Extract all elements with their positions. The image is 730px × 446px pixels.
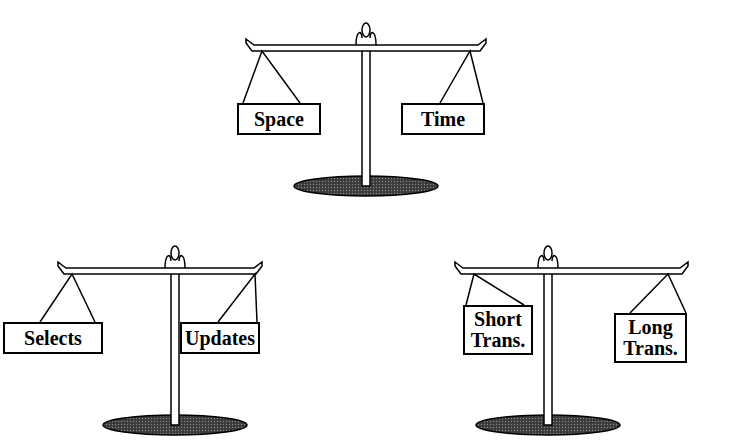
pan-hanger bbox=[466, 274, 524, 305]
weight-box: Short Trans. bbox=[463, 305, 533, 355]
box-label: Time bbox=[421, 109, 465, 130]
pan-hanger bbox=[40, 274, 95, 322]
pan-hanger bbox=[440, 51, 483, 103]
scale-knob bbox=[362, 23, 370, 37]
weight-box: Long Trans. bbox=[614, 313, 687, 363]
scale-post bbox=[171, 273, 179, 425]
scale-knob bbox=[544, 246, 552, 260]
pan-hanger bbox=[243, 51, 300, 103]
pan-hanger bbox=[630, 274, 686, 313]
scale-knob bbox=[171, 246, 179, 260]
scale-post bbox=[544, 273, 552, 425]
weight-box: Space bbox=[237, 103, 321, 135]
box-label: Selects bbox=[24, 328, 82, 349]
scale-beam bbox=[58, 262, 262, 274]
box-label: Space bbox=[254, 109, 304, 130]
weight-box: Selects bbox=[3, 322, 103, 354]
weight-box: Time bbox=[401, 103, 485, 135]
box-label: Updates bbox=[185, 328, 255, 349]
scale-beam bbox=[455, 262, 688, 274]
scale-beam bbox=[246, 39, 486, 51]
scale-post bbox=[362, 50, 370, 186]
pan-hanger bbox=[218, 274, 257, 322]
weight-box: Updates bbox=[180, 322, 260, 354]
box-label: Short Trans. bbox=[467, 309, 529, 351]
box-label: Long Trans. bbox=[618, 317, 683, 359]
